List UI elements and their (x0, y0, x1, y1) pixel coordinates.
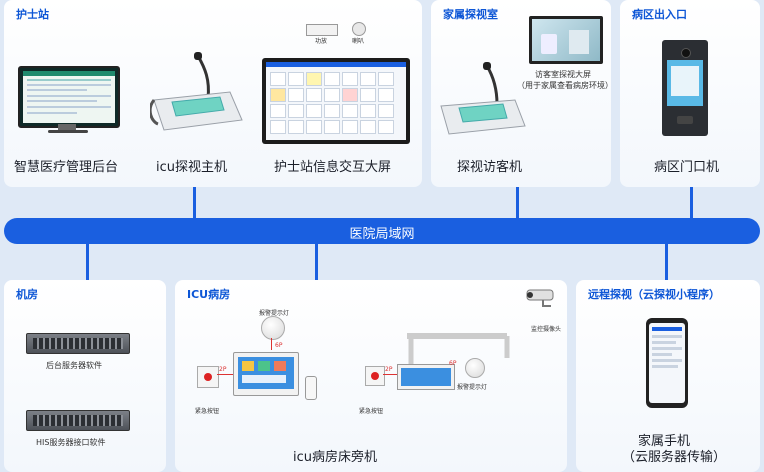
icu-ward-panel: ICU病房 监控摄像头 报警提示灯 6P 2P 紧急按钮 (175, 280, 567, 472)
ward-entrance-panel: 病区出入口 病区门口机 (620, 0, 760, 187)
emergency-button-icon-2[interactable] (365, 366, 385, 386)
nurse-station-title: 护士站 (16, 8, 49, 21)
bedside-arm (401, 328, 521, 398)
emergency-label-2: 紧急按钮 (359, 408, 384, 415)
management-monitor (18, 66, 120, 133)
wire-label-4: 2P (385, 366, 393, 373)
link-family-room (516, 187, 519, 218)
interaction-screen-label: 护士站信息交互大屏 (274, 160, 392, 175)
phone-icon (646, 318, 688, 408)
remote-visit-title: 远程探视（云探视小程序） (588, 288, 720, 301)
visit-screen-note-2: （用于家属查看病房环境） (517, 81, 613, 90)
visitor-terminal-label: 探视访客机 (457, 160, 523, 175)
alarm-light-label-2: 报警提示灯 (457, 384, 488, 391)
door-station-device (662, 40, 708, 136)
his-server-label: HIS服务器接口软件 (36, 438, 106, 447)
link-ward-entrance (690, 187, 693, 218)
backend-server-label: 后台服务器软件 (46, 361, 102, 370)
nurse-station-panel: 护士站 智慧医疗管理后台 icu探视主机 (4, 0, 422, 187)
hospital-lan-label: 医院局域网 (349, 227, 415, 242)
door-station-label: 病区门口机 (654, 160, 720, 175)
speaker-label: 喇叭 (352, 38, 365, 45)
visit-screen-note-1: 访客室探视大屏 (535, 70, 591, 79)
icu-host-label: icu探视主机 (156, 160, 227, 175)
remote-visit-panel: 远程探视（云探视小程序） 家属手机 （云服务器传输） (576, 280, 760, 472)
alarm-light-label-1: 报警提示灯 (259, 310, 290, 317)
emergency-button-icon[interactable] (197, 366, 219, 388)
link-icu-ward (315, 244, 318, 280)
wire-label-1: 6P (275, 342, 283, 349)
bedside-terminal-left (233, 352, 299, 396)
link-nurse-station (193, 187, 196, 218)
wire-label-2: 2P (219, 366, 227, 373)
link-machine-room (86, 244, 89, 280)
alarm-light-icon-2 (465, 358, 485, 378)
handset-icon (305, 376, 317, 400)
visit-big-screen (529, 16, 603, 64)
camera-label: 监控摄像头 (531, 326, 562, 333)
backend-server-icon (26, 333, 130, 354)
speaker-icon (352, 22, 366, 36)
management-backend-label: 智慧医疗管理后台 (14, 160, 119, 175)
icu-host-device (148, 50, 246, 134)
bedside-terminal-label: icu病房床旁机 (293, 450, 377, 465)
visitor-terminal-device (437, 60, 529, 140)
phone-caption-2: （云服务器传输） (622, 450, 727, 465)
interaction-big-screen (262, 58, 410, 144)
amplifier-device (306, 24, 338, 36)
phone-caption-1: 家属手机 (638, 434, 691, 449)
machine-room-title: 机房 (16, 288, 38, 301)
family-room-title: 家属探视室 (443, 8, 498, 21)
emergency-label-1: 紧急按钮 (195, 408, 220, 415)
link-remote-visit (665, 244, 668, 280)
machine-room-panel: 机房 后台服务器软件 HIS服务器接口软件 (4, 280, 166, 472)
icu-ward-title: ICU病房 (187, 288, 231, 301)
wire-label-3: 6P (449, 360, 457, 367)
his-server-icon (26, 410, 130, 431)
ward-entrance-title: 病区出入口 (632, 8, 687, 21)
family-room-panel: 家属探视室 访客室探视大屏 （用于家属查看病房环境） 探视访客机 (431, 0, 613, 187)
bedside-terminal-right (397, 364, 455, 390)
hospital-lan-bus: 医院局域网 (4, 218, 760, 244)
alarm-light-icon (261, 316, 285, 340)
amplifier-label: 功放 (315, 38, 328, 45)
camera-icon (521, 288, 557, 308)
